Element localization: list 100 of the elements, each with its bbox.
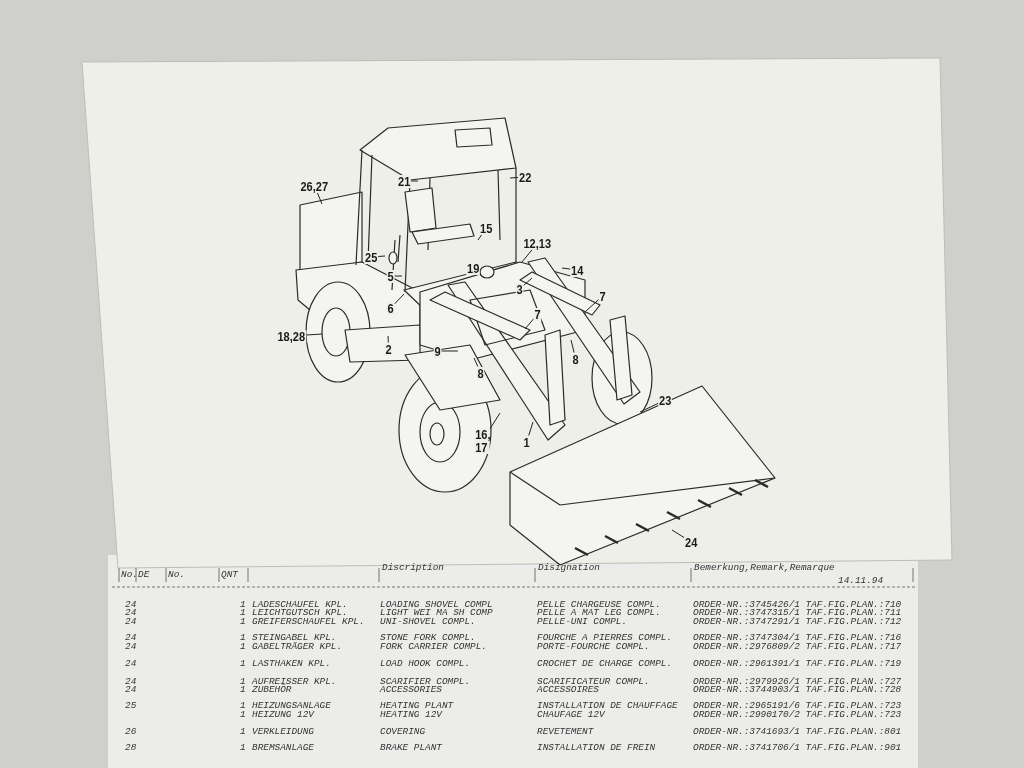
row-number: 24 xyxy=(125,617,137,627)
part-name: HEIZUNGSANLAGE xyxy=(252,701,331,711)
part-name: GREIFERSCHAUFEL KPL. xyxy=(252,617,365,627)
leader-line xyxy=(316,192,323,205)
leader-line xyxy=(377,255,386,257)
part-name: FORK CARRIER COMPL. xyxy=(380,642,487,652)
column-header: QNT xyxy=(221,570,238,580)
part-name: PELLE A MAT LEG COMPL. xyxy=(537,608,661,618)
leader-line xyxy=(524,318,535,330)
leader-line xyxy=(528,421,534,436)
row-number: 24 xyxy=(125,600,137,610)
part-name: LASTHAKEN KPL. xyxy=(252,659,331,669)
leader-line xyxy=(570,339,575,353)
row-number: 24 xyxy=(125,633,137,643)
row-number: 25 xyxy=(125,701,137,711)
part-name: HEIZUNG 12V xyxy=(252,710,314,720)
column-header: Bemerkung,Remark,Remarque xyxy=(694,563,835,573)
leader-line xyxy=(477,234,483,241)
leader-line xyxy=(473,357,479,367)
quantity: 1 xyxy=(240,677,246,687)
part-name: BRAKE PLANT xyxy=(380,743,442,753)
quantity: 1 xyxy=(240,659,246,669)
leader-line xyxy=(387,335,389,343)
quantity: 1 xyxy=(240,642,246,652)
part-name: CHAUFAGE 12V xyxy=(537,710,605,720)
quantity: 1 xyxy=(240,633,246,643)
callout-number: 8 xyxy=(571,352,580,366)
leader-line xyxy=(394,293,405,305)
leader-line xyxy=(585,299,600,312)
quantity: 1 xyxy=(240,727,246,737)
column-header: Disignation xyxy=(538,563,600,573)
column-header: No. xyxy=(121,570,138,580)
order-number: ORDER-NR.:2965191/6 TAF.FIG.PLAN.:723 xyxy=(693,701,902,711)
order-number: ORDER-NR.:2979926/1 TAF.FIG.PLAN.:727 xyxy=(693,677,902,687)
part-name: LADESCHAUFEL KPL. xyxy=(252,600,348,610)
part-name: CROCHET DE CHARGE COMPL. xyxy=(537,659,673,669)
order-number: ORDER-NR.:3741706/1 TAF.FIG.PLAN.:901 xyxy=(693,743,902,753)
leader-line xyxy=(521,249,533,263)
order-number: ORDER-NR.:2990170/2 TAF.FIG.PLAN.:723 xyxy=(693,710,902,720)
quantity: 1 xyxy=(240,701,246,711)
callout-number: 8 xyxy=(476,366,485,380)
column-header: DE xyxy=(138,570,150,580)
part-name: INSTALLATION DE FREIN xyxy=(537,743,656,753)
order-number: ORDER-NR.:3747304/1 TAF.FIG.PLAN.:716 xyxy=(693,633,902,643)
quantity: 1 xyxy=(240,617,246,627)
leader-line xyxy=(305,333,323,336)
date-text: 14.11.94 xyxy=(838,576,883,586)
part-name: SCARIFIER COMPL. xyxy=(380,677,470,687)
callout-number: 16, 17 xyxy=(474,428,490,454)
part-name: VERKLEIDUNG xyxy=(252,727,314,737)
leader-line xyxy=(410,180,419,182)
leader-line xyxy=(523,277,533,286)
leader-line xyxy=(671,529,685,539)
part-name: HEATING PLANT xyxy=(380,701,454,711)
leader-line xyxy=(394,275,403,277)
part-name: SCARIFICATEUR COMPL. xyxy=(537,677,650,687)
leader-line xyxy=(509,176,519,179)
callout-number: 2 xyxy=(384,342,393,356)
order-number: ORDER-NR.:3745426/1 TAF.FIG.PLAN.:710 xyxy=(693,600,902,610)
leader-line xyxy=(441,350,459,352)
row-number: 24 xyxy=(125,608,137,618)
part-name: STEINGABEL KPL. xyxy=(252,633,337,643)
part-name: LOADING SHOVEL COMPL xyxy=(380,600,493,610)
order-number: ORDER-NR.:2976809/2 TAF.FIG.PLAN.:717 xyxy=(693,642,902,652)
row-number: 24 xyxy=(125,677,137,687)
part-name: PORTE-FOURCHE COMPL. xyxy=(537,642,650,652)
leader-line xyxy=(639,402,659,413)
order-number: ORDER-NR.:3744903/1 TAF.FIG.PLAN.:728 xyxy=(693,685,902,695)
quantity: 1 xyxy=(240,710,246,720)
part-name: INSTALLATION DE CHAUFFAGE xyxy=(537,701,678,711)
quantity: 1 xyxy=(240,685,246,695)
part-name: HEATING 12V xyxy=(380,710,442,720)
part-name: STONE FORK COMPL. xyxy=(380,633,476,643)
column-header: Discription xyxy=(382,563,444,573)
order-number: ORDER-NR.:3741693/1 TAF.FIG.PLAN.:801 xyxy=(693,727,902,737)
column-header: No. xyxy=(168,570,185,580)
callout-number: 6 xyxy=(386,301,395,315)
leader-line xyxy=(489,412,501,430)
order-number: ORDER-NR.:3747291/1 TAF.FIG.PLAN.:712 xyxy=(693,617,902,627)
part-name: LOAD HOOK COMPL. xyxy=(380,659,470,669)
part-name: PELLE-UNI COMPL. xyxy=(537,617,627,627)
part-name: REVETEMENT xyxy=(537,727,594,737)
part-name: BREMSANLAGE xyxy=(252,743,314,753)
part-name: GABELTRÄGER KPL. xyxy=(252,642,342,652)
callout-number: 9 xyxy=(433,344,442,358)
row-number: 24 xyxy=(125,659,137,669)
leader-line xyxy=(479,274,485,279)
callout-number: 7 xyxy=(533,307,542,321)
callout-number: 1 xyxy=(522,435,531,449)
quantity: 1 xyxy=(240,743,246,753)
part-name: PELLE CHARGEUSE COMPL. xyxy=(537,600,661,610)
callout-number: 7 xyxy=(598,289,607,303)
quantity: 1 xyxy=(240,600,246,610)
row-number: 24 xyxy=(125,685,137,695)
part-name: FOURCHE A PIERRES COMPL. xyxy=(537,633,673,643)
part-name: UNI-SHOVEL COMPL. xyxy=(380,617,476,627)
quantity: 1 xyxy=(240,608,246,618)
part-name: COVERING xyxy=(380,727,425,737)
leader-line xyxy=(561,267,571,270)
callout-number: 5 xyxy=(386,269,395,283)
